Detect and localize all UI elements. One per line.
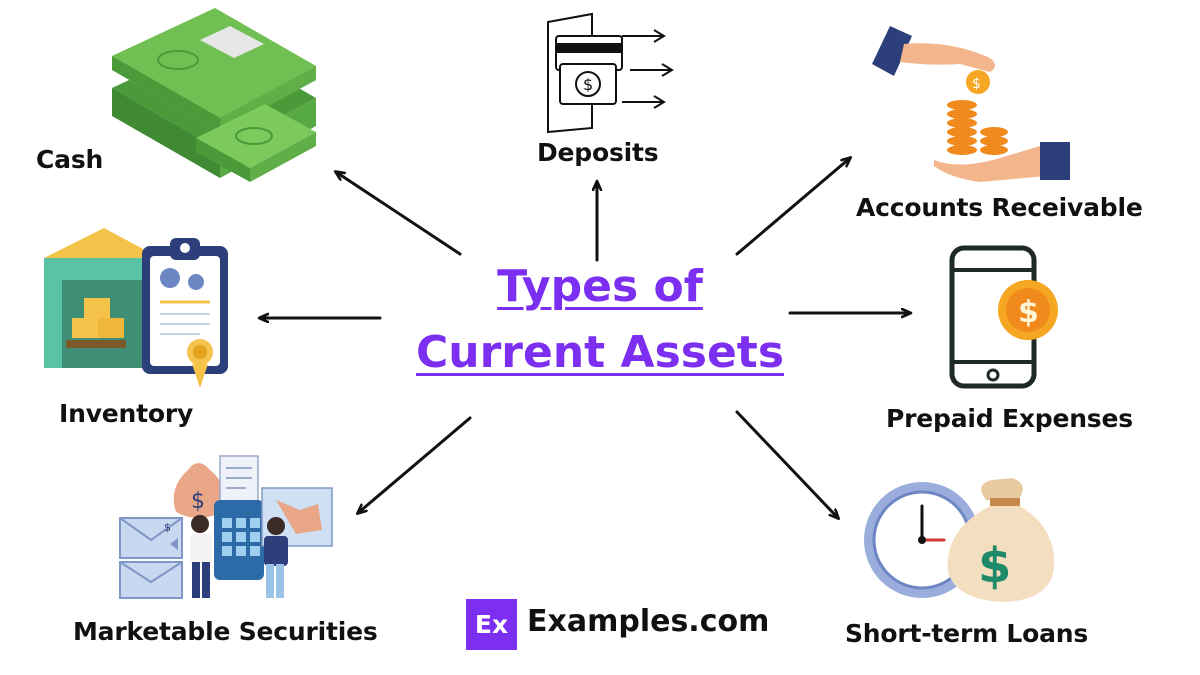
svg-text:$: $	[1018, 295, 1039, 330]
svg-text:$: $	[583, 75, 593, 94]
brand-name: Examples.com	[527, 604, 770, 639]
diagram-title-line1: Types of	[497, 261, 703, 312]
diagram-title-line2: Current Assets	[415, 327, 785, 378]
label-prepaid-expenses: Prepaid Expenses	[886, 404, 1133, 433]
svg-text:$: $	[164, 521, 171, 534]
inventory-icon	[44, 228, 228, 388]
arrow-to-short-term-loans	[735, 410, 838, 518]
label-short-term-loans: Short-term Loans	[845, 619, 1089, 648]
arrow-to-cash	[336, 172, 462, 256]
label-deposits: Deposits	[537, 138, 659, 167]
svg-text:$: $	[191, 489, 205, 514]
marketable-securities-icon: $ $	[119, 455, 333, 599]
label-cash: Cash	[36, 145, 104, 174]
label-marketable-securities: Marketable Securities	[73, 617, 378, 646]
brand-logo: Ex	[466, 599, 517, 650]
svg-text:$: $	[978, 538, 1011, 594]
label-inventory: Inventory	[59, 399, 194, 428]
arrow-to-marketable-securities	[358, 416, 472, 513]
prepaid-expenses-icon: $	[949, 245, 1058, 389]
cash-icon	[112, 8, 316, 182]
label-accounts-receivable: Accounts Receivable	[856, 193, 1143, 222]
svg-text:$: $	[972, 76, 981, 92]
deposits-icon: $	[547, 12, 674, 134]
arrow-to-accounts-receivable	[735, 158, 850, 256]
accounts-receivable-icon: $	[872, 26, 1070, 182]
short-term-loans-icon: $	[864, 478, 1055, 602]
arrows	[260, 158, 910, 518]
